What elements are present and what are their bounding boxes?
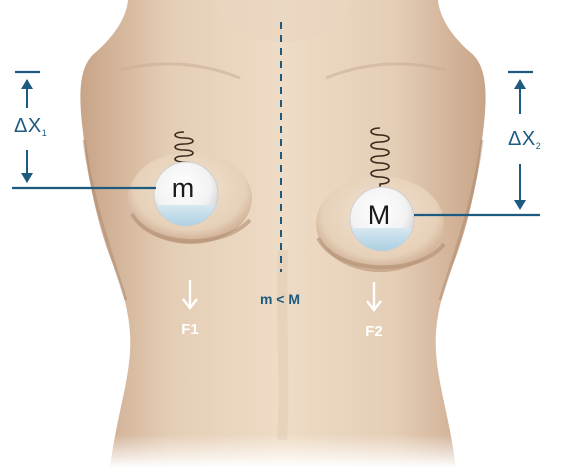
spring-icon	[370, 127, 390, 188]
right-displacement-subscript: 2	[535, 141, 542, 151]
bottom-fade	[0, 300, 567, 468]
arm-edge-right	[438, 139, 484, 301]
right-mass-label: M	[367, 200, 391, 230]
breast-right-underline	[316, 236, 446, 270]
neck-shadow	[214, 0, 352, 42]
right-force-label: F2	[365, 323, 383, 340]
left-displacement-symbol: ΔX	[14, 115, 42, 137]
left-mass-label: m	[171, 173, 195, 203]
arm-edge-left	[82, 139, 128, 301]
double-arrow-icon	[12, 70, 156, 190]
left-force-label: F1	[181, 321, 199, 338]
force-arrow-icon	[182, 280, 198, 310]
mass-comparison-label: m < M	[259, 291, 301, 307]
mass-ball-icon	[349, 186, 415, 252]
mass-ball-icon	[153, 161, 219, 227]
breast-left-underline	[130, 212, 252, 244]
right-displacement-symbol: ΔX	[508, 128, 536, 150]
clavicle-left	[119, 62, 241, 80]
left-displacement-subscript: 1	[41, 128, 48, 138]
left-displacement-label: ΔX1	[14, 115, 47, 138]
double-arrow-icon	[414, 70, 540, 217]
clavicle-right	[325, 62, 447, 80]
right-displacement-label: ΔX2	[508, 128, 541, 151]
force-arrow-icon	[366, 282, 382, 312]
